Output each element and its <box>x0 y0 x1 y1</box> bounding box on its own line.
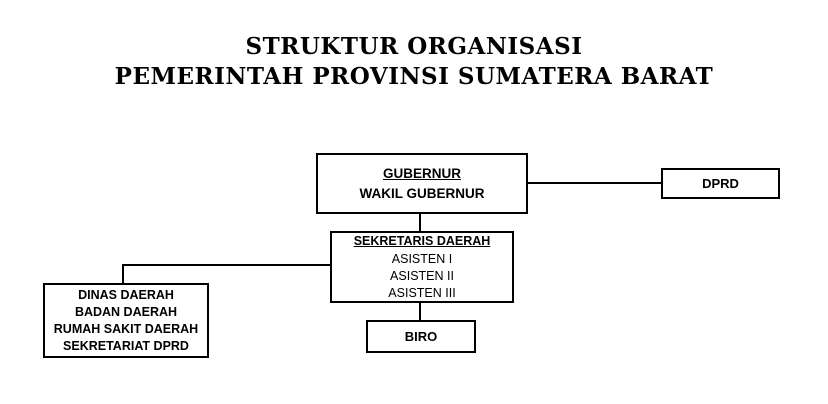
node-dprd-label: DPRD <box>702 176 739 191</box>
node-biro: BIRO <box>366 320 476 353</box>
page-title: STRUKTUR ORGANISASI PEMERINTAH PROVINSI … <box>0 32 828 92</box>
node-dinas-item-4: SEKRETARIAT DPRD <box>63 338 189 353</box>
node-biro-label: BIRO <box>404 329 438 344</box>
node-sekretaris-daerah: SEKRETARIS DAERAH ASISTEN I ASISTEN II A… <box>330 231 514 303</box>
title-line-2: PEMERINTAH PROVINSI SUMATERA BARAT <box>114 63 714 90</box>
connector-sekretaris-to-dinas-vertical <box>122 264 124 285</box>
node-sekretaris-heading: SEKRETARIS DAERAH <box>353 233 491 248</box>
node-gubernur: GUBERNUR WAKIL GUBERNUR <box>316 153 528 214</box>
node-dinas-daerah-group: DINAS DAERAH BADAN DAERAH RUMAH SAKIT DA… <box>43 283 209 358</box>
connector-gubernur-to-dprd <box>527 182 662 184</box>
node-dinas-item-3: RUMAH SAKIT DAERAH <box>53 321 199 336</box>
node-gubernur-subtitle: WAKIL GUBERNUR <box>359 185 485 201</box>
node-dinas-item-1: DINAS DAERAH <box>78 287 174 302</box>
node-sekretaris-item-2: ASISTEN II <box>390 268 454 283</box>
node-sekretaris-item-3: ASISTEN III <box>388 285 456 300</box>
connector-sekretaris-to-biro <box>419 301 421 321</box>
node-gubernur-heading: GUBERNUR <box>382 165 461 181</box>
connector-sekretaris-to-dinas-horizontal <box>122 264 331 266</box>
node-dinas-item-2: BADAN DAERAH <box>74 304 178 319</box>
title-line-1: STRUKTUR ORGANISASI <box>245 33 583 60</box>
node-sekretaris-item-1: ASISTEN I <box>391 251 453 266</box>
connector-gubernur-to-sekretaris <box>419 212 421 233</box>
node-dprd: DPRD <box>661 168 780 199</box>
